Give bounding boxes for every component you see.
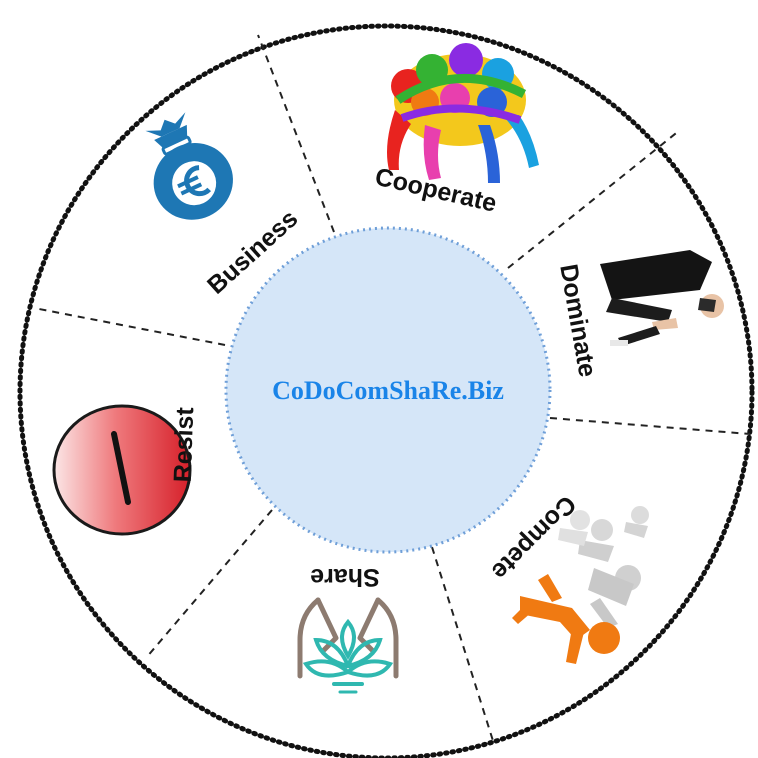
divider-compete-share — [431, 546, 495, 745]
handshake-businessman-icon — [600, 250, 724, 346]
segment-dividers — [33, 34, 751, 745]
center-hub — [224, 226, 552, 554]
segment-label-resist: Resist — [169, 406, 200, 483]
divider-business-cooperate — [257, 34, 335, 233]
race-runners-icon — [512, 506, 649, 664]
team-huddle-icon — [387, 43, 539, 183]
hands-lotus-icon — [297, 597, 399, 694]
stop-sign-icon — [52, 404, 192, 536]
divider-cooperate-dominate — [507, 129, 681, 269]
divider-resist-business — [33, 307, 226, 346]
hub-label: CoDoComShaRe.Biz — [272, 376, 504, 405]
segment-label-share: Share — [310, 563, 380, 591]
euro-moneybag-icon — [145, 112, 233, 220]
divider-share-resist — [145, 509, 273, 659]
